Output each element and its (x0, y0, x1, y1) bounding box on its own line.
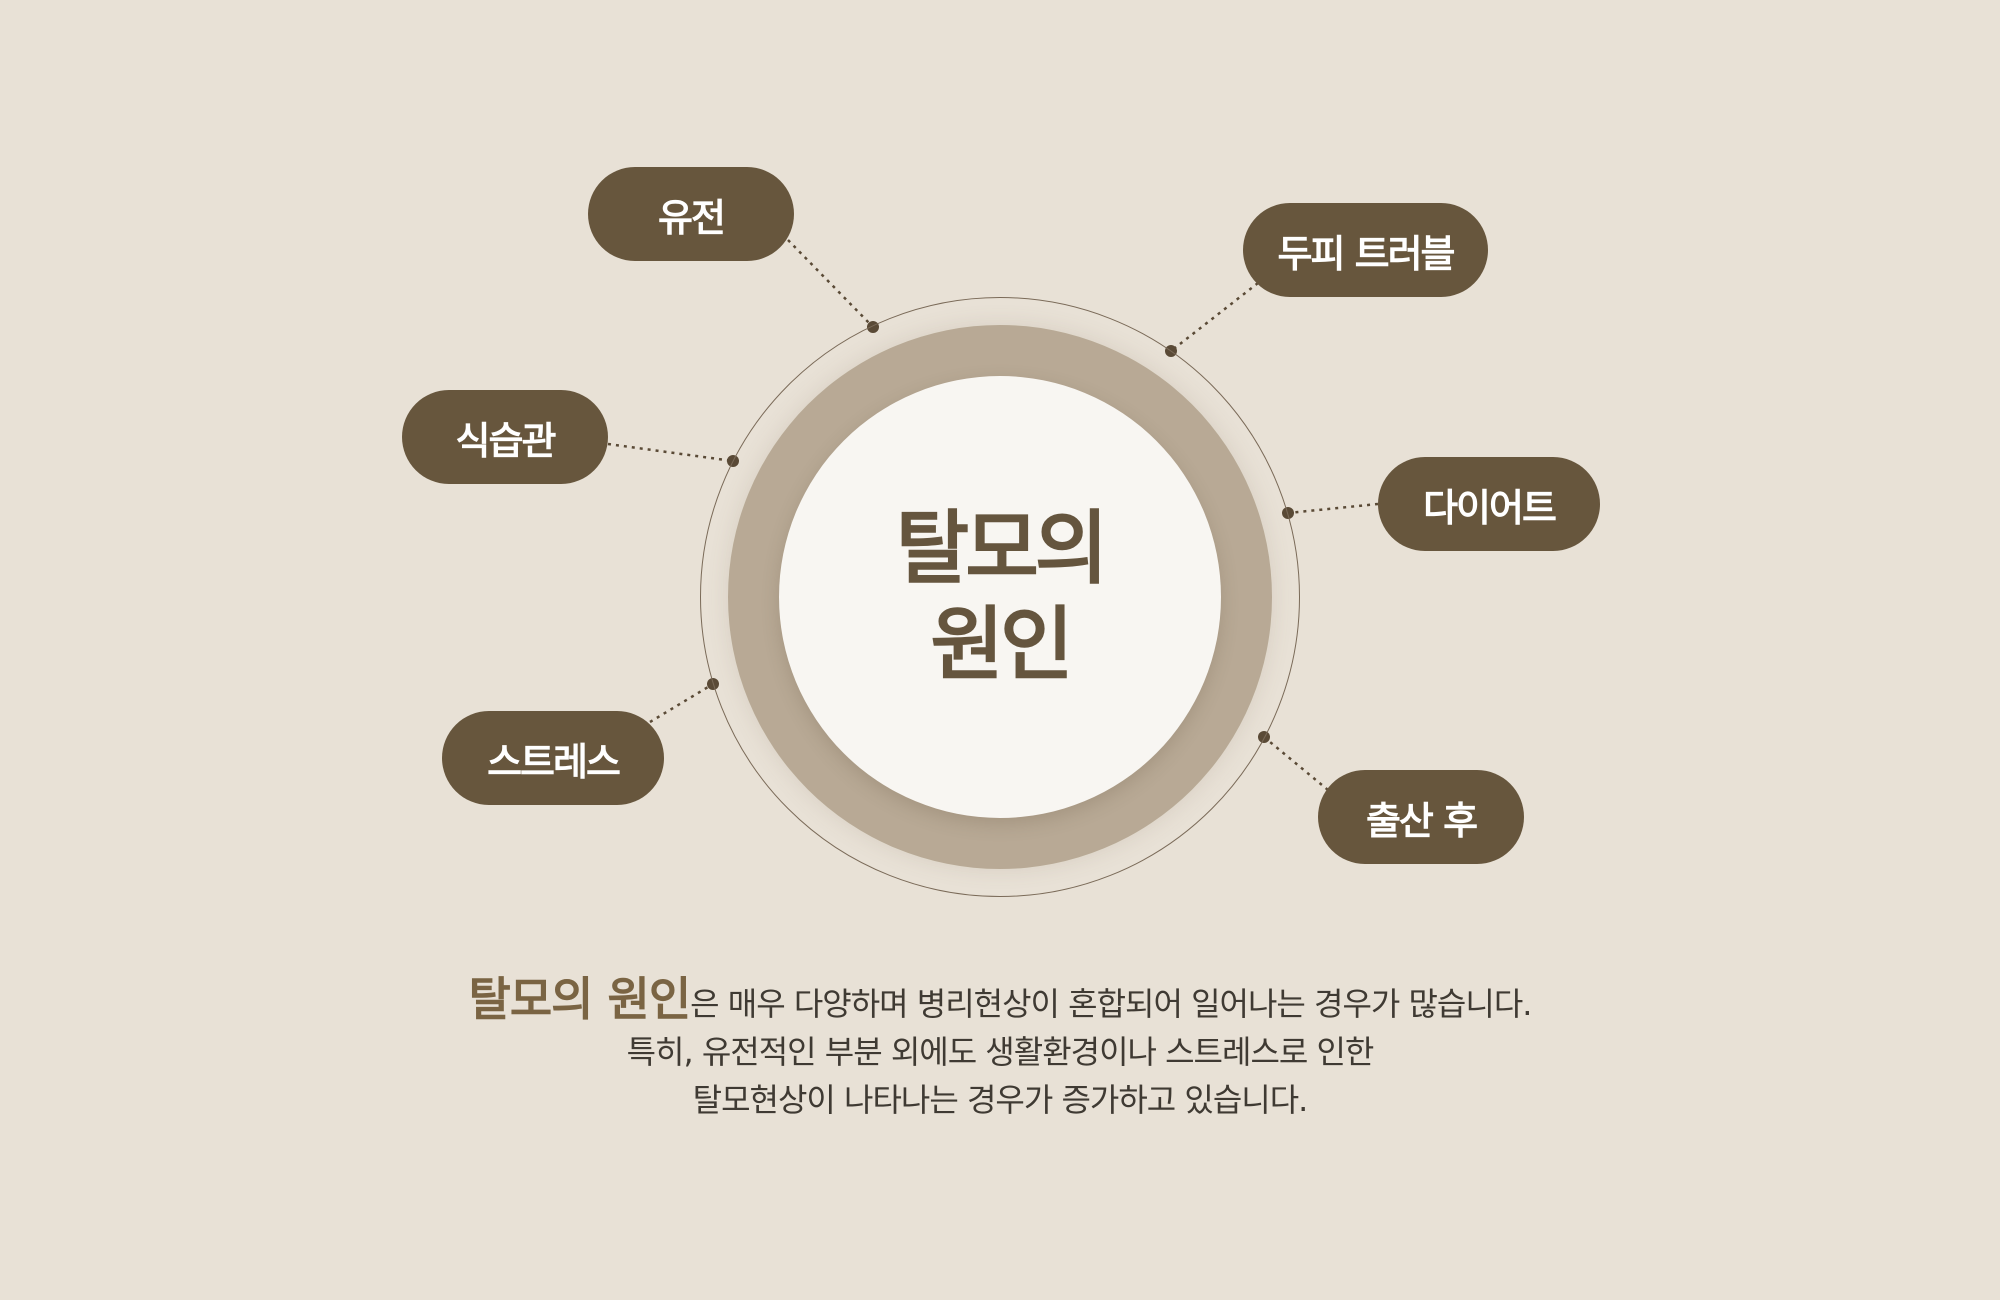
cause-pill-scalp-trouble: 두피 트러블 (1243, 203, 1488, 297)
description-text: 탈모의 원인은 매우 다양하며 병리현상이 혼합되어 일어나는 경우가 많습니다… (0, 975, 2000, 1124)
description-line1-rest: 은 매우 다양하며 병리현상이 혼합되어 일어나는 경우가 많습니다. (690, 985, 1532, 1023)
connector-genetics (787, 239, 874, 328)
connector-stress (649, 682, 714, 724)
connector-postpartum (1263, 736, 1329, 791)
center-title-line2: 원인 (930, 598, 1073, 691)
cause-pill-genetics: 유전 (588, 167, 794, 261)
description-line2: 특히, 유전적인 부분 외에도 생활환경이나 스트레스로 인한 (626, 1033, 1375, 1071)
center-circle: 탈모의 원인 (779, 376, 1221, 818)
cause-pill-diet-habits: 식습관 (402, 390, 608, 484)
description-line1: 탈모의 원인은 매우 다양하며 병리현상이 혼합되어 일어나는 경우가 많습니다… (0, 975, 2000, 1028)
description-highlight: 탈모의 원인 (468, 972, 692, 1026)
connector-diet-habits (607, 442, 734, 463)
cause-pill-diet: 다이어트 (1378, 457, 1600, 551)
connector-scalp-trouble (1170, 282, 1259, 352)
connector-diet (1287, 502, 1379, 515)
description-line3: 탈모현상이 나타나는 경우가 증가하고 있습니다. (692, 1081, 1309, 1119)
center-title-line1: 탈모의 (895, 502, 1109, 595)
center-title: 탈모의 원인 (895, 501, 1109, 693)
cause-pill-postpartum: 출산 후 (1318, 770, 1524, 864)
outer-ring (700, 297, 1300, 897)
cause-pill-stress: 스트레스 (442, 711, 664, 805)
